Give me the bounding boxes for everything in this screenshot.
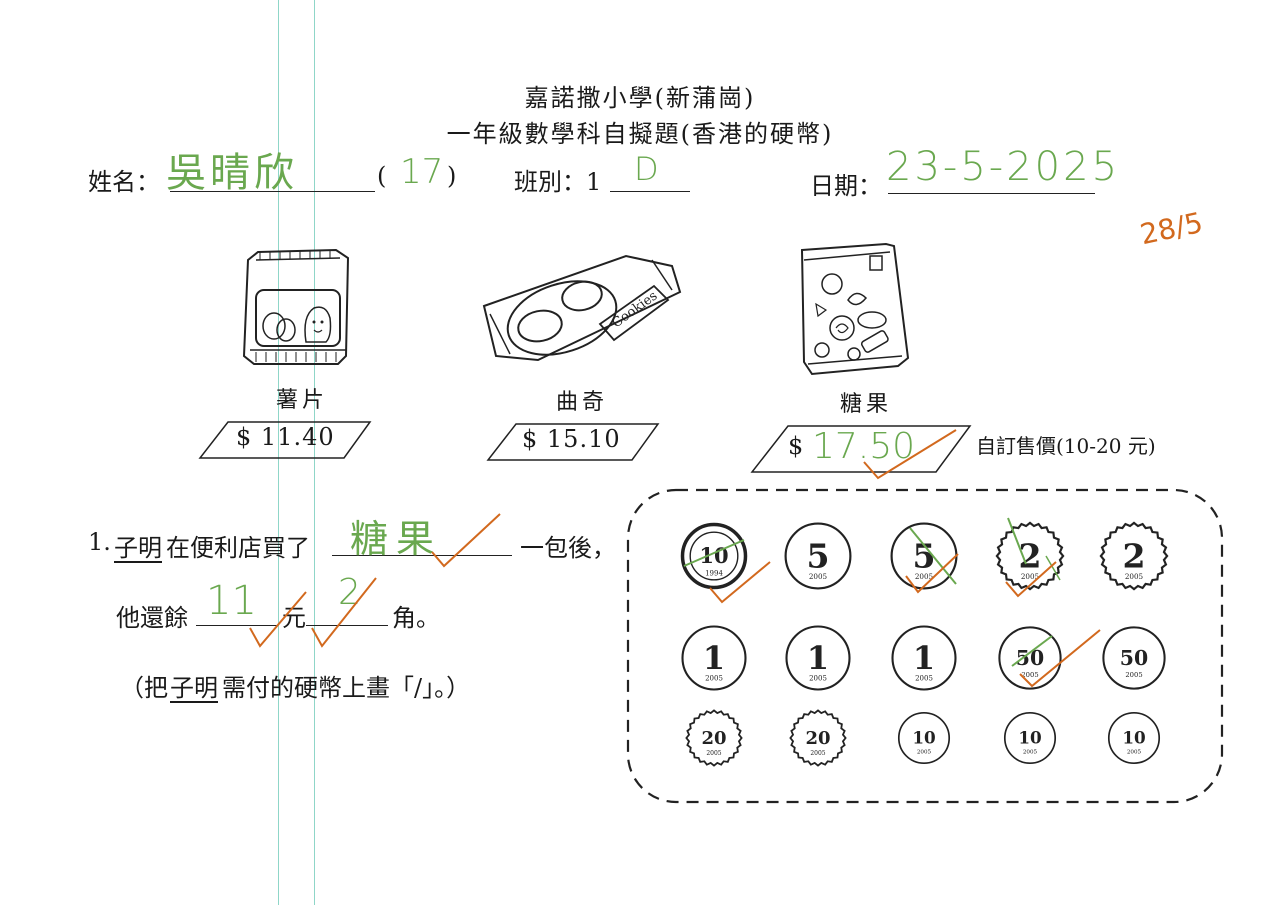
margin-line-right <box>314 0 315 905</box>
coin-value: 10 <box>1122 728 1145 748</box>
coin-year: 2005 <box>706 750 721 757</box>
price-candy-symbol: $ <box>788 432 805 460</box>
cookies-pack-icon: Cookies <box>482 254 682 362</box>
item-name-candy: 糖果 <box>840 392 893 417</box>
coin-year: 2005 <box>1125 572 1144 581</box>
price-candy-handwritten: 17.50 <box>812 426 916 467</box>
coin-year: 2005 <box>1023 750 1038 756</box>
coin-value: 20 <box>701 728 726 749</box>
coin-value: 10 <box>699 543 728 568</box>
coin-year: 1994 <box>705 570 723 578</box>
answer-dollars-handwritten: 11 <box>206 578 257 624</box>
worksheet-title: 一年級數學科自擬題(香港的硬幣) <box>446 120 834 148</box>
coin-value: 1 <box>913 639 935 677</box>
teacher-ticks-on-coins <box>709 553 1101 688</box>
coin-year: 2005 <box>915 572 934 581</box>
question-text-bought: 在便利店買了 <box>166 534 310 562</box>
instruction-name-zi-ming: 子明 <box>170 674 218 702</box>
coin-cents-10-icon[interactable]: 10 2005 <box>896 710 952 766</box>
coin-value: 20 <box>805 728 830 749</box>
answer-dollars-line <box>196 624 278 626</box>
coin-dollar-10-icon[interactable]: 10 1994 <box>679 521 749 591</box>
question-number: 1. <box>88 528 111 556</box>
price-note: 自訂售價(10-20 元) <box>976 434 1156 458</box>
question-name-zi-ming: 子明 <box>114 534 162 562</box>
name-handwritten: 吳晴欣 <box>166 150 298 196</box>
class-line <box>610 190 690 192</box>
coin-year: 2005 <box>809 674 827 682</box>
item-name-chips: 薯片 <box>276 388 329 413</box>
coin-year: 2005 <box>705 674 723 682</box>
answer-item-handwritten: 糖果 <box>350 517 443 561</box>
number-close: ) <box>447 162 457 190</box>
coin-area-border <box>626 488 1224 804</box>
coin-year: 2005 <box>1021 671 1038 679</box>
instruction-open: （把 <box>120 674 168 702</box>
price-tag-candy <box>750 425 972 473</box>
class-handwritten: D <box>634 150 659 188</box>
student-marks-on-coins <box>683 517 1061 667</box>
margin-line-left <box>278 0 279 905</box>
school-title: 嘉諾撒小學(新蒲崗) <box>524 84 756 112</box>
coin-year: 2005 <box>915 674 933 682</box>
coin-cents-10-icon[interactable]: 10 2005 <box>1106 710 1162 766</box>
coin-value: 2 <box>1122 537 1145 576</box>
chips-bag-icon <box>242 248 350 365</box>
number-handwritten: 17 <box>400 152 444 192</box>
answer-item-line <box>332 554 512 556</box>
number-open: ( <box>377 162 387 190</box>
coin-value: 50 <box>1016 646 1044 670</box>
coin-value: 1 <box>807 639 829 677</box>
coin-year: 2005 <box>1127 750 1142 756</box>
question-text-remaining: 他還餘 <box>116 604 188 632</box>
teacher-ticks-change <box>249 577 377 648</box>
coin-year: 2005 <box>809 572 828 581</box>
name-label: 姓名： <box>88 168 160 196</box>
price-tag-cookies <box>486 423 660 461</box>
date-line <box>888 192 1095 194</box>
coin-year: 2005 <box>917 750 932 756</box>
instruction-text: 需付的硬幣上畫「/」。） <box>222 674 471 702</box>
price-chips: $ 11.40 <box>236 423 335 451</box>
answer-cents-line <box>306 624 388 626</box>
price-tag-chips <box>198 421 372 459</box>
coin-value: 5 <box>806 537 829 576</box>
coin-value: 50 <box>1120 646 1148 670</box>
teacher-tick-item <box>431 513 501 568</box>
name-line <box>170 190 375 192</box>
coin-value: 10 <box>912 728 935 748</box>
candy-bag-icon <box>800 242 910 376</box>
coin-value: 10 <box>1018 728 1041 748</box>
coin-year: 2005 <box>810 750 825 757</box>
coin-cents-10-icon[interactable]: 10 2005 <box>1002 710 1058 766</box>
coin-year: 2005 <box>1125 671 1142 679</box>
coin-value: 2 <box>1018 537 1041 576</box>
date-label: 日期： <box>810 172 882 200</box>
item-name-cookies: 曲奇 <box>556 390 609 415</box>
question-text-after: 一包後， <box>520 534 616 562</box>
coin-value: 1 <box>703 639 725 677</box>
teacher-tick-price <box>863 429 957 480</box>
date-handwritten: 23-5-2025 <box>886 144 1121 190</box>
question-text-dollar-unit: 元 <box>282 604 306 632</box>
price-cookies: $ 15.10 <box>522 425 621 453</box>
coin-year: 2005 <box>1021 572 1040 581</box>
coin-value: 5 <box>912 537 935 576</box>
class-label: 班別：1 <box>514 168 602 196</box>
question-text-cent-unit: 角。 <box>392 604 440 632</box>
teacher-check-mark: 28/5 <box>1137 205 1206 252</box>
